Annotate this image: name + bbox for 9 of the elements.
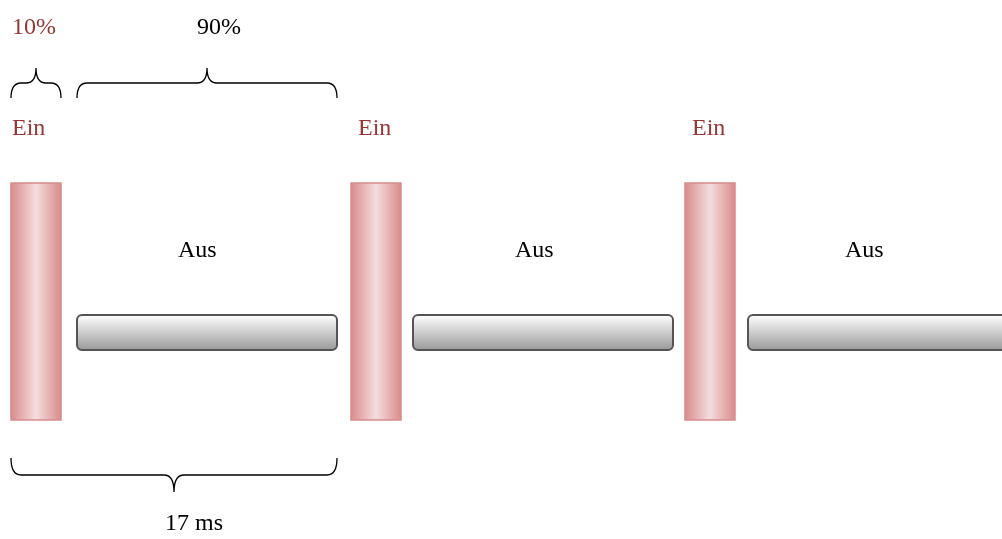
off-label: Aus: [178, 235, 217, 263]
percentage-label: 90%: [197, 12, 241, 40]
on-label: Ein: [692, 113, 726, 141]
off-label: Aus: [845, 235, 884, 263]
off-label: Aus: [515, 235, 554, 263]
on-label: Ein: [12, 113, 46, 141]
period-label: 17 ms: [165, 508, 223, 536]
on-label: Ein: [358, 113, 392, 141]
percentage-label: 10%: [12, 12, 56, 40]
